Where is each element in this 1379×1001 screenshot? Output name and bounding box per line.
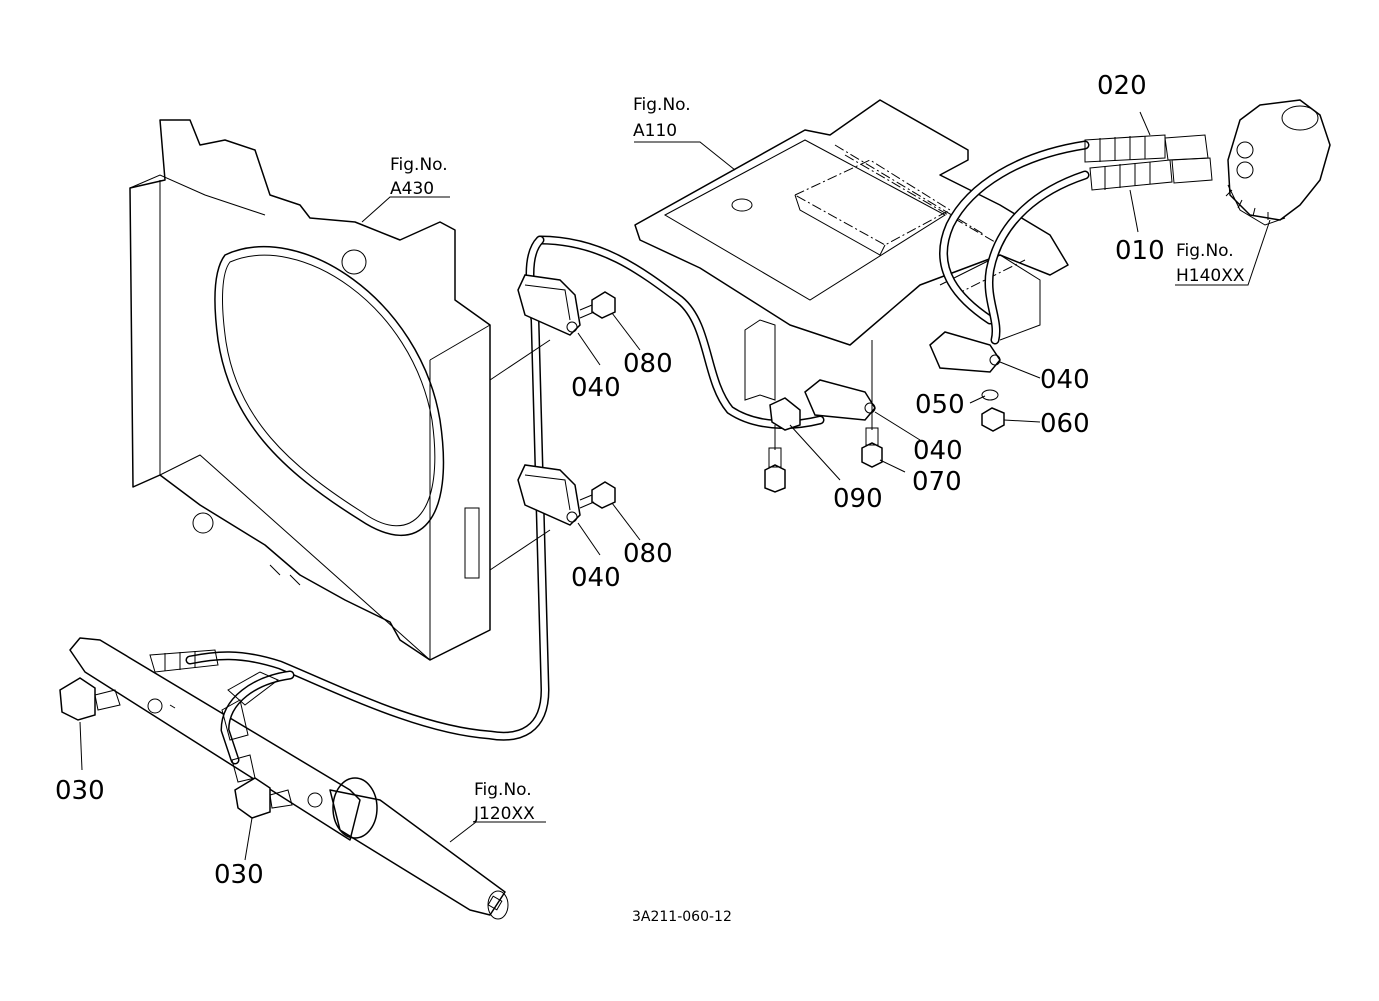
callout-050: 050 [915,390,965,420]
steering-cylinder [69,637,509,920]
callout-030-lower: 030 [214,860,264,890]
leader-lines [79,111,1271,861]
fig-j120-prefix: Fig.No. [474,780,532,800]
callout-040-center: 040 [913,436,963,466]
elbow-fittings [59,677,293,819]
support-panel [634,99,1069,401]
fig-a110-number: A110 [633,121,677,141]
hose-clamps [517,274,1005,526]
callout-090: 090 [833,484,883,514]
callout-010: 010 [1115,236,1165,266]
callout-080-top: 080 [623,349,673,379]
fig-a430-prefix: Fig.No. [390,155,448,175]
callout-040-mid: 040 [571,563,621,593]
fig-a110-prefix: Fig.No. [633,95,691,115]
fig-h140-prefix: Fig.No. [1176,241,1234,261]
callout-080-bottom: 080 [623,539,673,569]
radiator-shroud [129,119,491,661]
fig-a430-number: A430 [390,179,434,199]
callout-020: 020 [1097,71,1147,101]
drawing-code: 3A211-060-12 [632,909,732,925]
steering-unit [1225,99,1331,226]
callout-040-right: 040 [1040,365,1090,395]
fig-h140-number: H140XX [1176,266,1245,286]
fig-j120-number: J120XX [473,804,535,824]
callout-060: 060 [1040,409,1090,439]
hydraulic-hoses [149,134,1213,765]
callout-070: 070 [912,467,962,497]
callout-030-upper: 030 [55,776,105,806]
callout-040-top: 040 [571,373,621,403]
